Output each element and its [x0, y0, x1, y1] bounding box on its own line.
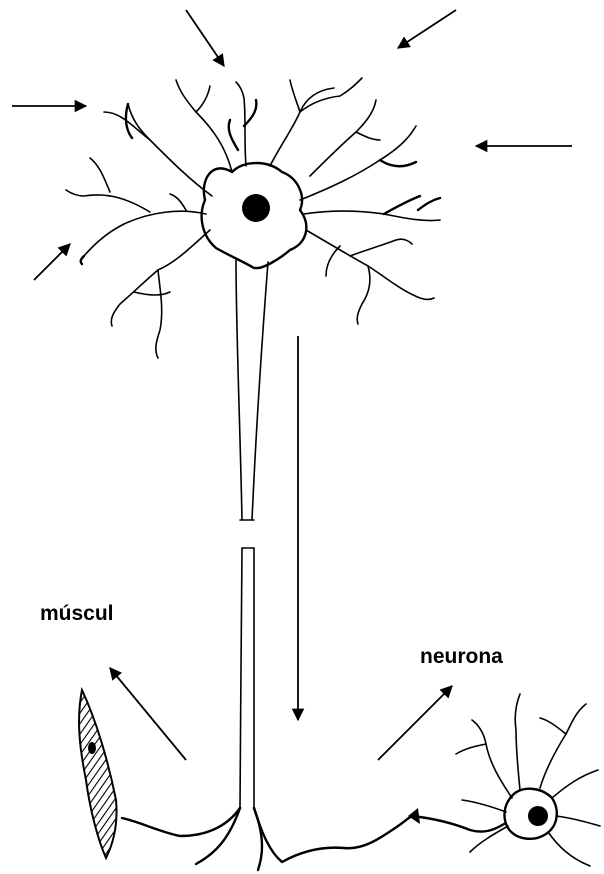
dendrite	[357, 266, 370, 324]
muscle-cell-icon	[79, 690, 116, 858]
dendrite	[300, 126, 416, 200]
axon	[236, 258, 268, 520]
dendrite	[304, 211, 440, 221]
main-neuron	[66, 78, 440, 870]
arrow-icon	[378, 686, 452, 760]
dendrite	[290, 80, 300, 112]
dendrite	[326, 246, 340, 276]
dendrite	[350, 239, 412, 256]
axon-terminal	[408, 808, 420, 824]
dendrite	[111, 230, 210, 326]
arrow-icon	[34, 244, 70, 280]
neuron-label: neurona	[420, 645, 503, 668]
axon	[240, 548, 254, 808]
dendrite	[306, 230, 434, 300]
dendrite	[456, 744, 486, 754]
nucleus	[528, 806, 548, 826]
dendrite	[540, 704, 586, 788]
dendrite	[356, 132, 380, 140]
dendrite	[540, 718, 566, 734]
dendrite	[229, 100, 257, 150]
dendrite	[196, 86, 210, 112]
dendrite	[548, 832, 590, 866]
arrow-icon	[110, 668, 186, 760]
dendrite	[128, 104, 150, 140]
axon-terminal	[254, 808, 262, 870]
dendrite	[66, 190, 150, 212]
muscle-nucleus	[88, 742, 96, 754]
nucleus	[242, 194, 270, 222]
axon-terminal	[122, 808, 240, 836]
target-neuron	[408, 694, 600, 866]
dendrite	[90, 158, 110, 192]
dendrite	[384, 196, 440, 214]
dendrite	[81, 256, 84, 264]
dendrite	[462, 800, 506, 812]
dendrite	[156, 270, 162, 358]
dendrite	[515, 694, 520, 790]
dendrite	[176, 80, 232, 172]
dendrite	[134, 292, 170, 295]
dendrite	[552, 770, 598, 798]
axon-terminal	[254, 808, 412, 862]
arrow-icon	[186, 10, 224, 66]
dendrite	[472, 720, 512, 798]
arrow-icon	[398, 10, 456, 48]
muscle-label: múscul	[40, 602, 114, 625]
synapse-connection	[412, 816, 504, 832]
dendrite	[104, 112, 212, 196]
dendrite	[300, 78, 362, 112]
input-arrows	[12, 10, 572, 280]
dendrite	[380, 160, 416, 166]
output-arrows	[110, 336, 452, 760]
dendrite	[556, 816, 600, 826]
dendrite	[310, 100, 376, 176]
dendrite	[170, 194, 186, 210]
